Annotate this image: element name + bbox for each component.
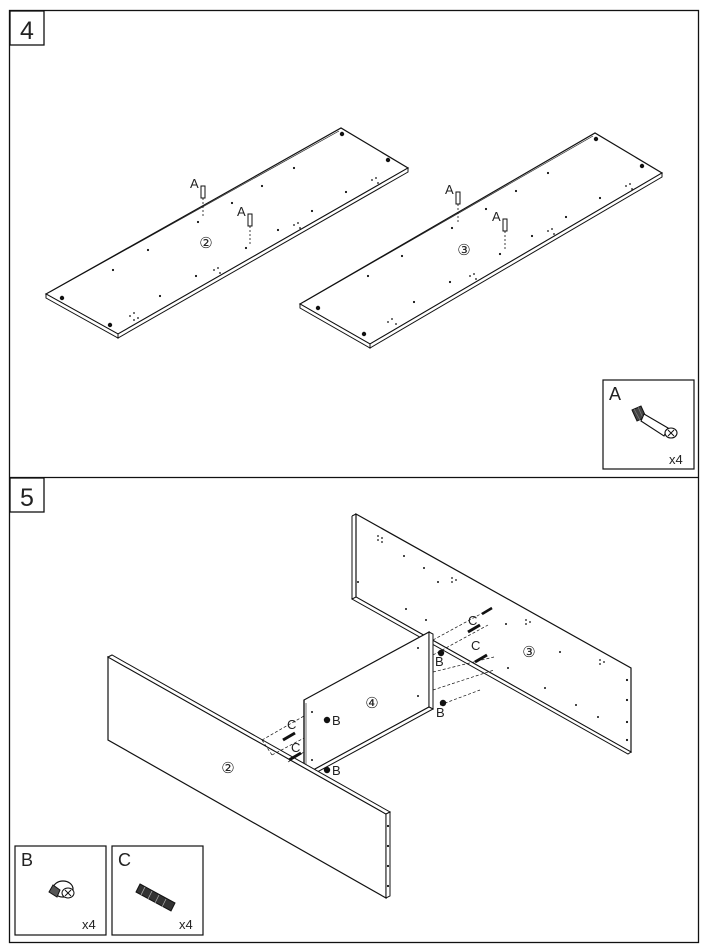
- wood-dowel-icon: [135, 883, 176, 912]
- board-label: ③: [522, 645, 535, 661]
- board-label: ③: [457, 243, 470, 259]
- dowel-c-4: C: [471, 638, 488, 664]
- cam-b-3: B: [435, 649, 445, 669]
- board-label: ②: [221, 761, 234, 777]
- callout-label: B: [332, 713, 341, 728]
- step-4: 4 ②: [9, 10, 695, 470]
- board-label: ④: [365, 696, 378, 712]
- part-letter: A: [609, 384, 621, 404]
- fitting-label: A: [492, 209, 501, 224]
- step-number-box: [9, 477, 45, 513]
- board-2: ②: [44, 127, 410, 339]
- board-label: ②: [199, 236, 212, 252]
- callout-label: C: [468, 613, 477, 628]
- dowel-c-2: C: [288, 740, 302, 762]
- part-qty: x4: [669, 452, 683, 467]
- cam-b-2: B: [323, 763, 341, 778]
- fitting-label: A: [190, 176, 199, 191]
- fitting-label: A: [237, 204, 246, 219]
- callout-label: B: [436, 705, 445, 720]
- part-c-box: C x4: [111, 845, 204, 936]
- callout-label: C: [291, 740, 300, 755]
- part-letter: B: [21, 850, 33, 870]
- part-qty: x4: [179, 917, 193, 932]
- step-number-box: [9, 10, 45, 46]
- fitting-a-4: A: [492, 209, 508, 249]
- cam-lock-icon: [48, 880, 75, 899]
- step-5: 5 ③: [9, 477, 632, 936]
- cam-b-1: B: [323, 713, 341, 728]
- outer-frame: [8, 9, 700, 944]
- step-number: 5: [20, 484, 34, 512]
- board-3: ③: [298, 132, 664, 349]
- fitting-a-1: A: [190, 176, 206, 216]
- step-number: 4: [20, 17, 34, 45]
- part-qty: x4: [82, 917, 96, 932]
- fitting-a-2: A: [237, 204, 253, 244]
- dowel-c-3: C: [467, 613, 481, 634]
- fitting-label: A: [445, 182, 454, 197]
- callout-label: B: [435, 654, 444, 669]
- side-panel-4: ④: [302, 630, 435, 778]
- dowel-stub: [481, 606, 493, 616]
- callout-label: C: [471, 638, 480, 653]
- front-panel-2: ②: [106, 654, 392, 900]
- fitting-a-3: A: [445, 182, 461, 222]
- part-a-box: A x4: [602, 379, 695, 470]
- cam-bolt-icon: [631, 405, 678, 439]
- callout-label: B: [332, 763, 341, 778]
- part-letter: C: [118, 850, 131, 870]
- part-b-box: B x4: [14, 845, 107, 936]
- callout-label: C: [287, 717, 296, 732]
- cam-b-4: B: [436, 699, 447, 720]
- dowel-c-1: C: [282, 717, 296, 742]
